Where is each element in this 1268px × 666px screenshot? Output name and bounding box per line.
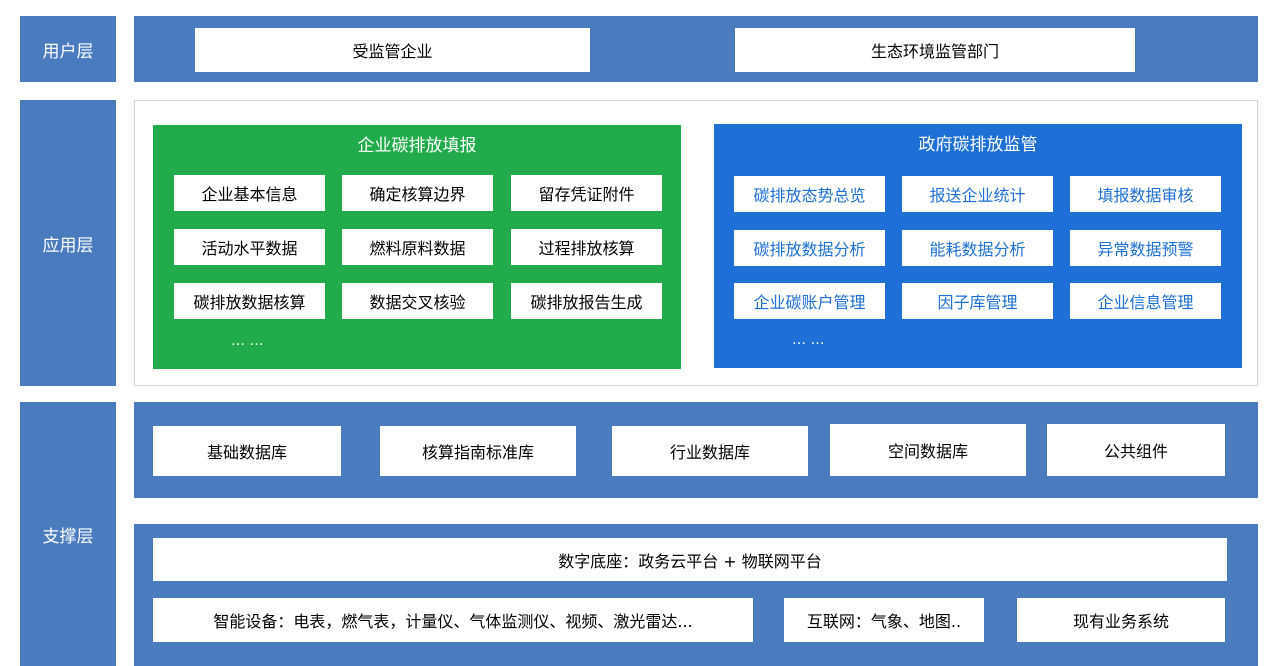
government-item: 企业碳账户管理 [734,283,885,319]
government-item: 因子库管理 [902,283,1053,319]
enterprise-item: 过程排放核算 [511,229,662,265]
enterprise-panel: 企业碳排放填报 企业基本信息 确定核算边界 留存凭证附件 活动水平数据 燃料原料… [153,125,681,369]
enterprise-item: 活动水平数据 [174,229,325,265]
enterprise-item: 碳排放报告生成 [511,283,662,319]
source-smart-devices: 智能设备：电表，燃气表，计量仪、气体监测仪、视频、激光雷达... [153,598,753,642]
user-eco-department: 生态环境监管部门 [735,28,1135,72]
enterprise-more-ellipsis: … … [231,333,264,349]
government-item: 企业信息管理 [1070,283,1221,319]
database-item: 核算指南标准库 [380,426,576,476]
enterprise-item: 留存凭证附件 [511,175,662,211]
user-regulated-enterprise: 受监管企业 [195,28,590,72]
layer-label-user: 用户层 [20,16,116,82]
user-layer-band: 受监管企业 生态环境监管部门 [134,16,1258,82]
enterprise-panel-title: 企业碳排放填报 [357,136,477,156]
layer-label-app: 应用层 [20,100,116,386]
enterprise-item: 企业基本信息 [174,175,325,211]
source-existing-systems: 现有业务系统 [1017,598,1225,642]
enterprise-item: 碳排放数据核算 [174,283,325,319]
support-platform-band: 数字底座：政务云平台 + 物联网平台 智能设备：电表，燃气表，计量仪、气体监测仪… [134,524,1258,666]
government-item: 填报数据审核 [1070,176,1221,212]
government-item: 异常数据预警 [1070,230,1221,266]
enterprise-item: 确定核算边界 [342,175,493,211]
government-more-ellipsis: … … [792,332,825,348]
database-item: 公共组件 [1047,424,1225,476]
source-internet: 互联网：气象、地图.. [784,598,984,642]
government-panel-title: 政府碳排放监管 [918,135,1038,155]
layer-label-support: 支撑层 [20,402,116,666]
enterprise-item: 数据交叉核验 [342,283,493,319]
database-item: 基础数据库 [153,426,341,476]
government-item: 碳排放数据分析 [734,230,885,266]
government-item: 碳排放态势总览 [734,176,885,212]
government-item: 报送企业统计 [902,176,1053,212]
enterprise-item: 燃料原料数据 [342,229,493,265]
digital-base-platform: 数字底座：政务云平台 + 物联网平台 [153,538,1227,581]
support-database-band: 基础数据库 核算指南标准库 行业数据库 空间数据库 公共组件 [134,402,1258,498]
database-item: 行业数据库 [612,426,808,476]
government-panel: 政府碳排放监管 碳排放态势总览 报送企业统计 填报数据审核 碳排放数据分析 能耗… [714,124,1242,368]
government-item: 能耗数据分析 [902,230,1053,266]
database-item: 空间数据库 [830,424,1026,476]
